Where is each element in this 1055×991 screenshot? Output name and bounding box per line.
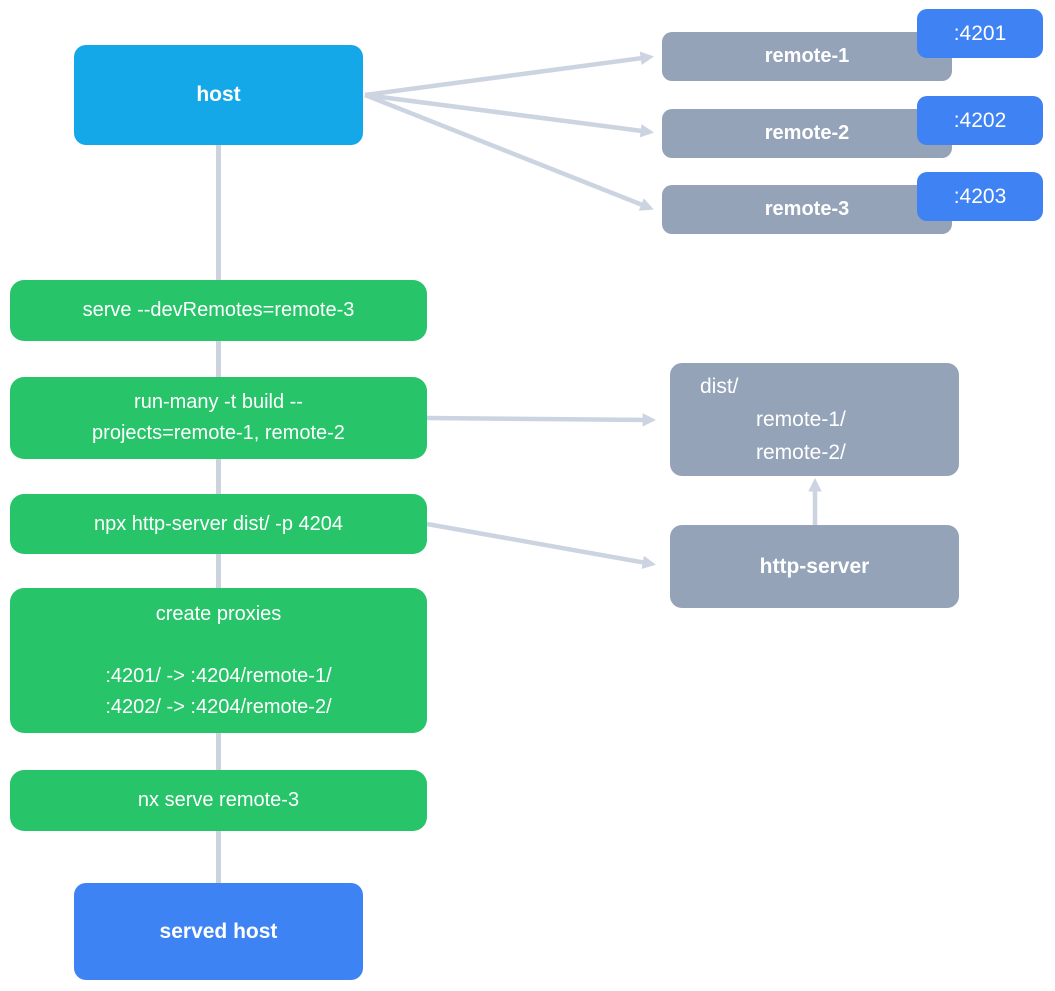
dist-folder-node: dist/ remote-1/ remote-2/ — [670, 363, 959, 476]
step-npx-http-server-text: npx http-server dist/ -p 4204 — [93, 512, 343, 535]
step-run-many-line-2: projects=remote-1, remote-2 — [92, 422, 345, 444]
step-serve-devremotes-text: serve --devRemotes=remote-3 — [82, 299, 355, 321]
dist-root-label: dist/ — [700, 375, 739, 398]
port-badge-4202: :4202 — [917, 96, 1043, 145]
port-4202-label: :4202 — [953, 108, 1007, 132]
port-4201-label: :4201 — [953, 21, 1007, 45]
remote-1-label: remote-1 — [764, 45, 850, 67]
step-run-many-line-1: run-many -t build -- — [134, 391, 303, 413]
arrow-build-dist — [426, 413, 657, 427]
remote-3-node: remote-3 — [662, 185, 952, 234]
arrow-host-remote-3 — [364, 92, 654, 211]
port-badge-4201: :4201 — [917, 9, 1043, 58]
remote-2-node: remote-2 — [662, 109, 952, 158]
dist-remote-2-label: remote-2/ — [756, 441, 846, 464]
step-proxy-mapping-1: :4201/ -> :4204/remote-1/ — [105, 664, 332, 687]
step-nx-serve-remote-3-text: nx serve remote-3 — [137, 789, 300, 811]
remote-1-node: remote-1 — [662, 32, 952, 81]
served-host-label: served host — [159, 919, 278, 943]
step-create-proxies: create proxies :4201/ -> :4204/remote-1/… — [10, 588, 427, 733]
port-badge-4203: :4203 — [917, 172, 1043, 221]
step-npx-http-server: npx http-server dist/ -p 4204 — [10, 494, 427, 554]
arrow-npx-httpserver — [426, 521, 656, 569]
served-host-node: served host — [74, 883, 363, 980]
port-4203-label: :4203 — [953, 184, 1007, 208]
remote-3-label: remote-3 — [764, 198, 850, 220]
step-proxy-mapping-2: :4202/ -> :4204/remote-2/ — [105, 695, 332, 718]
arrow-host-remote-2 — [364, 92, 655, 138]
http-server-label: http-server — [759, 554, 870, 578]
step-create-proxies-title: create proxies — [155, 602, 282, 625]
step-nx-serve-remote-3: nx serve remote-3 — [10, 770, 427, 831]
host-label: host — [196, 83, 241, 106]
step-serve-devremotes: serve --devRemotes=remote-3 — [10, 280, 427, 341]
step-run-many-build: run-many -t build -- projects=remote-1, … — [10, 377, 427, 459]
arrow-host-remote-1 — [364, 51, 655, 98]
dist-remote-1-label: remote-1/ — [756, 408, 846, 431]
http-server-node: http-server — [670, 525, 959, 608]
remote-2-label: remote-2 — [764, 122, 850, 144]
host-node: host — [74, 45, 363, 145]
